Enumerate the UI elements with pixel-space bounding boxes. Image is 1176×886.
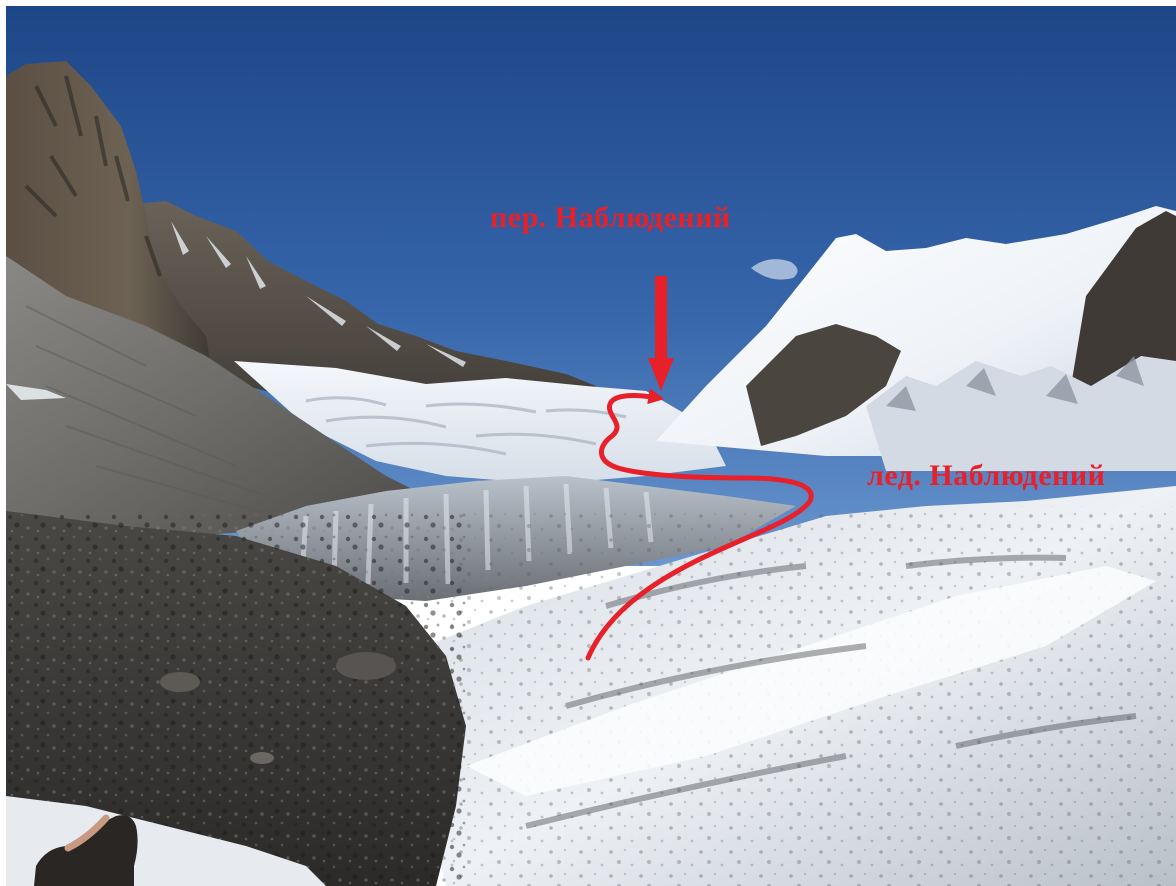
left-cliff [6,61,211,366]
person-arm [64,814,110,852]
person-silhouette [34,815,138,886]
glacier-dark-streaks [525,554,1137,829]
serac-shadows [886,356,1144,411]
scree-streaks [25,305,277,517]
pass-label: пер. Наблюдений [490,201,731,234]
right-rock-buttress [1071,211,1176,396]
boulder [250,752,274,764]
boulder [160,672,200,692]
scree-slope [6,256,446,536]
rocky-ridge [116,201,596,426]
down-arrow [648,276,674,391]
route-line [585,388,814,661]
peak-rock-face [746,324,901,446]
boulder [336,652,396,680]
cloud [751,259,798,280]
glacier-bright-band [466,566,1156,796]
right-serac-field [866,356,1176,471]
icefall-crevasses [305,396,627,456]
cliff-texture [24,75,162,277]
mountain-glacier-photo [6,6,1176,886]
scree-snow-patch [6,384,66,400]
glacier-label: лед. Наблюдений [867,459,1106,492]
